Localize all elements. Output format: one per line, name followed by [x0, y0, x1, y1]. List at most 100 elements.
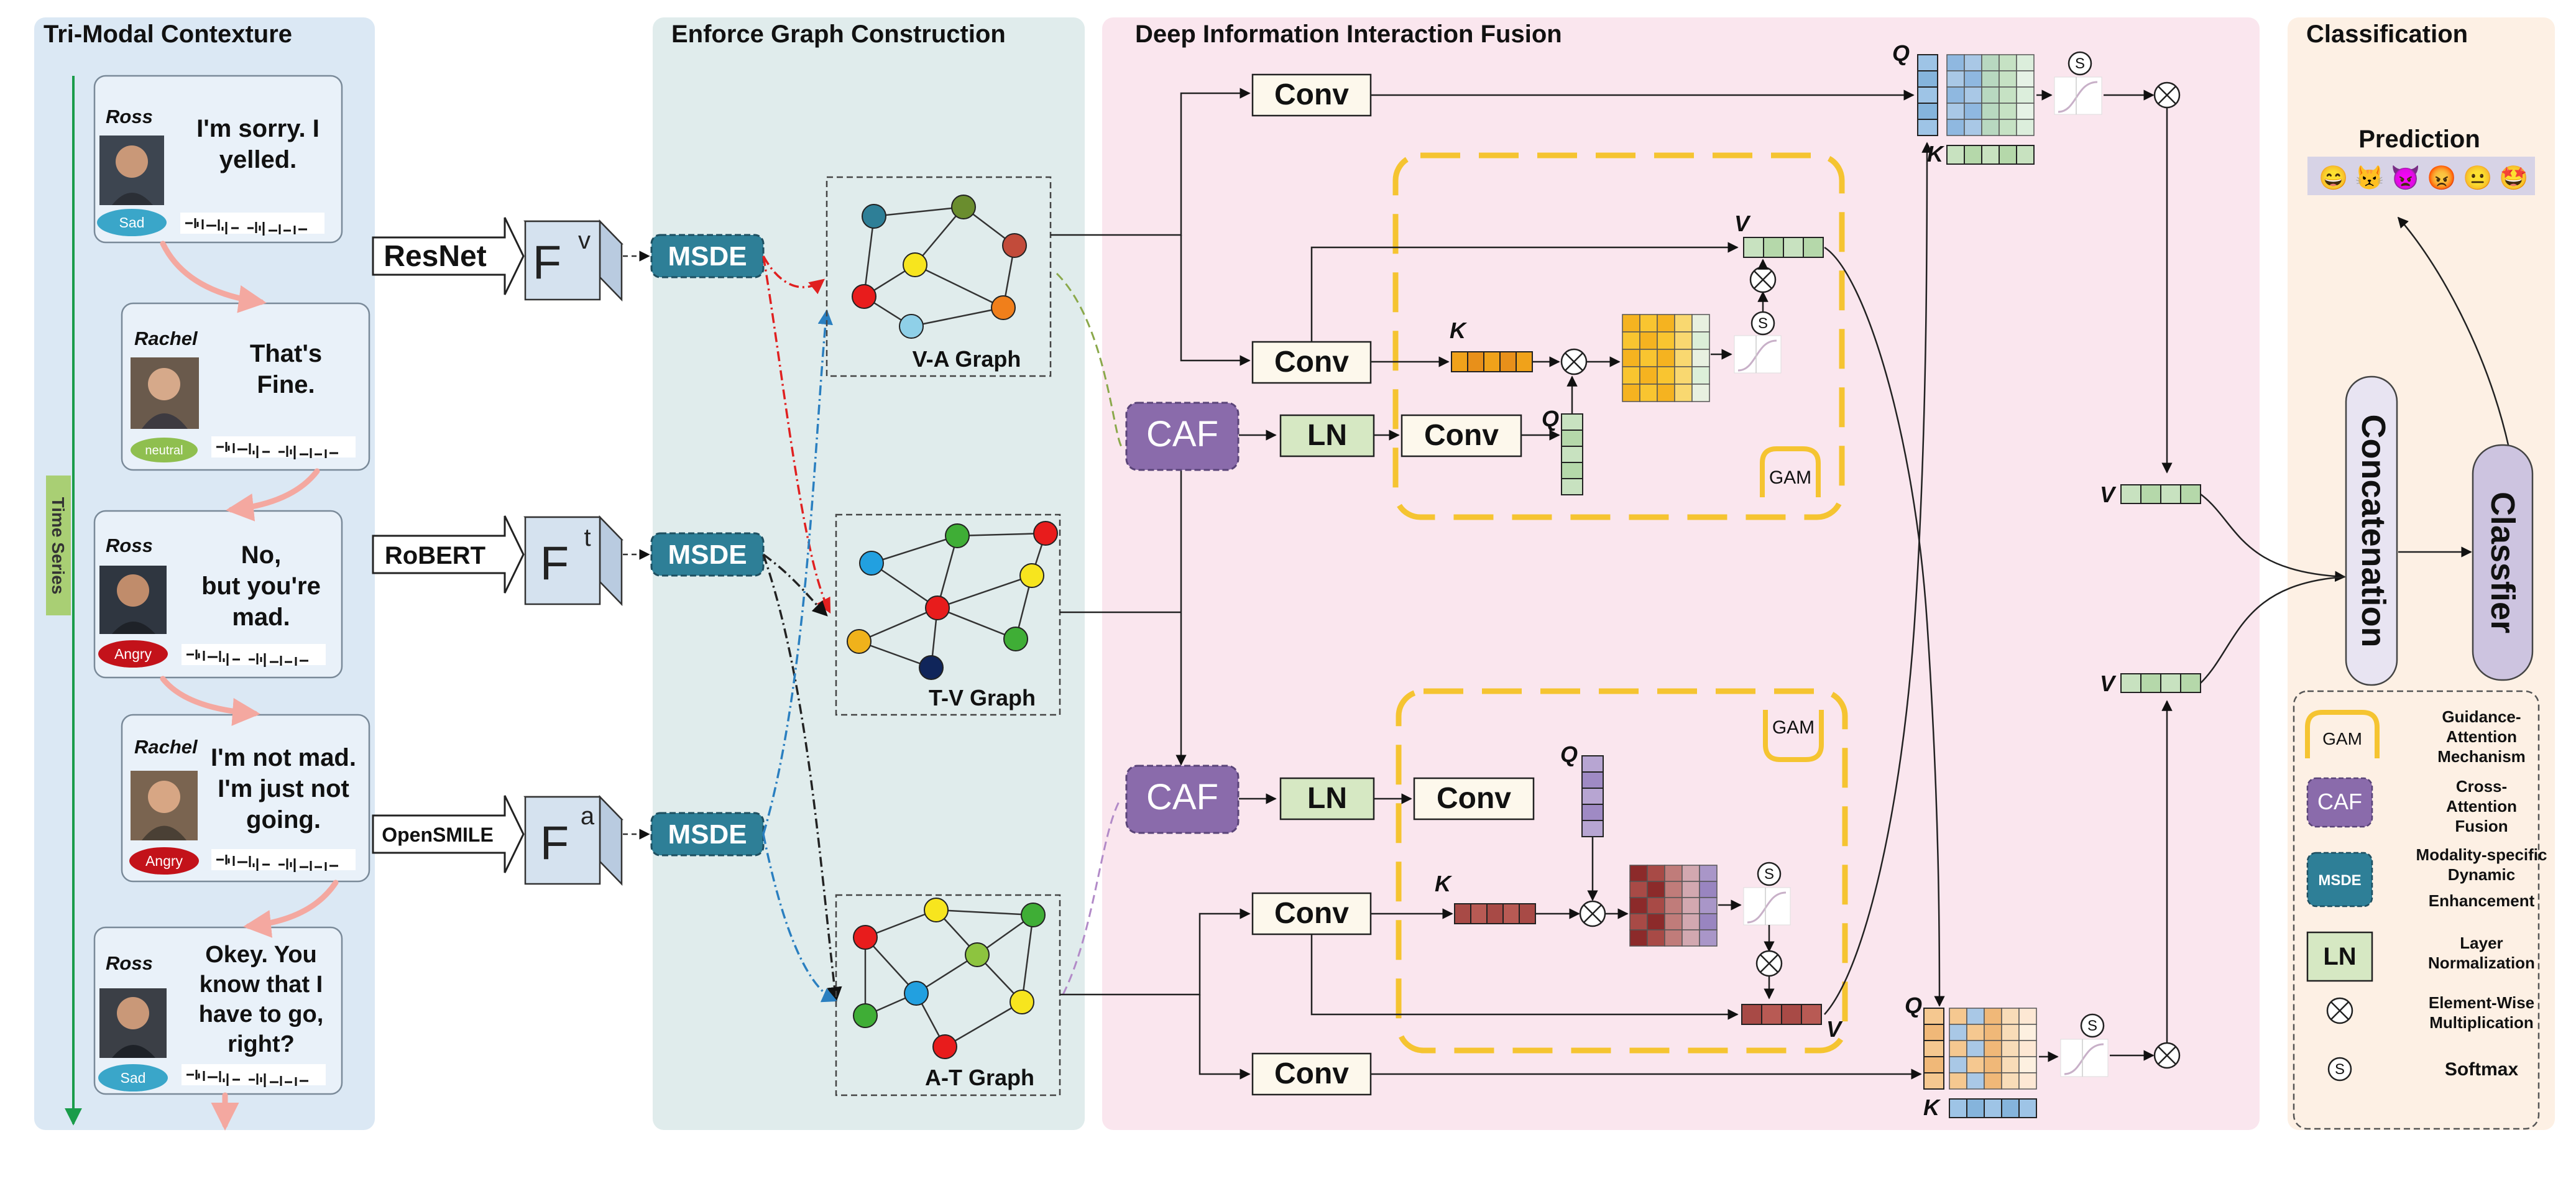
feature-letter: F	[540, 817, 569, 870]
gam-label: GAM	[1769, 467, 1811, 488]
v-vector-upper	[1743, 237, 1824, 258]
legend-text: Cross-	[2456, 777, 2507, 796]
conv-mid-lower: Conv	[1251, 892, 1372, 935]
emotion-badge	[129, 847, 199, 875]
feature-cube-audio: F a	[523, 794, 623, 886]
legend-text: Guidance-	[2442, 707, 2521, 726]
time-series-label: Time Series	[48, 497, 68, 595]
softmax-curve-icon	[1734, 335, 1782, 374]
feature-superscript: v	[578, 227, 591, 254]
q-symbol: Q	[1905, 993, 1922, 1018]
conv-bottom: Conv	[1251, 1052, 1372, 1096]
utterance-line: Fine.	[257, 371, 315, 398]
caf-label: CAF	[1146, 414, 1218, 454]
encoder-label: RoBERT	[385, 542, 485, 569]
softmax-symbol: S	[2087, 1018, 2097, 1034]
msde-to-graph-links	[762, 255, 842, 1003]
legend-box	[2293, 690, 2540, 1130]
legend-text: Enhancement	[2429, 891, 2535, 910]
conv-label: Conv	[1274, 346, 1349, 379]
caf-label: CAF	[1146, 777, 1218, 817]
softmax-icon	[2080, 1013, 2105, 1038]
feature-letter: F	[533, 236, 561, 289]
concatenation-label: Concatenation	[2355, 414, 2392, 647]
graph-label: T-V Graph	[929, 685, 1036, 710]
emoji-star-eyes: 🤩	[2499, 165, 2528, 191]
gam-label: GAM	[1772, 717, 1815, 738]
legend-multiply: Element-Wise Multiplication	[2326, 993, 2534, 1032]
conv-after-ln-upper: Conv	[1401, 414, 1522, 457]
legend-key: S	[2335, 1061, 2345, 1078]
title-fusion: Deep Information Interaction Fusion	[1135, 21, 1562, 48]
utterance-line: know that I	[200, 972, 323, 998]
panel-fusion	[1102, 17, 2260, 1130]
attention-matrix-bottom	[1949, 1008, 2037, 1090]
gam-frame-lower	[1396, 688, 1848, 1054]
k-vector-upper	[1451, 351, 1533, 372]
msde-label: MSDE	[668, 241, 747, 272]
conv-label: Conv	[1424, 419, 1499, 452]
softmax-curve-icon	[2060, 1039, 2109, 1077]
legend-ln: LN Layer Normalization	[2306, 931, 2535, 982]
legend-key: LN	[2323, 943, 2356, 970]
conv-top: Conv	[1251, 73, 1372, 117]
emotion-label: Sad	[119, 214, 145, 231]
title-graph: Enforce Graph Construction	[671, 21, 1006, 48]
dialogue-flow-arrows	[160, 241, 339, 1131]
encoder-resnet: ResNet	[372, 217, 525, 295]
prediction-emoji-bar	[2307, 157, 2535, 195]
v-symbol: V	[1826, 1016, 1843, 1042]
feature-cube-visual: F v	[523, 219, 623, 302]
gam-frame-upper	[1392, 152, 1845, 520]
utterance-line: Okey. You	[205, 942, 317, 968]
k-symbol: K	[1450, 318, 1468, 343]
legend-text: Multiplication	[2429, 1013, 2534, 1032]
graph-va: V-A Graph	[826, 176, 1052, 377]
utterance-line: No,	[241, 541, 281, 569]
attention-matrix-upper	[1622, 314, 1710, 402]
utterance-line: I'm just not	[218, 775, 349, 802]
softmax-curve-icon	[2054, 76, 2102, 115]
utterance-line: That's	[250, 340, 322, 367]
emoji-devil: 👿	[2391, 165, 2420, 191]
q-vector-upper	[1561, 413, 1583, 495]
legend-text: Dynamic	[2448, 865, 2515, 884]
gam-badge-upper: GAM	[1760, 446, 1821, 497]
attention-matrix-lower	[1629, 865, 1718, 947]
emotion-label: neutral	[145, 444, 183, 457]
emotion-label: Angry	[114, 646, 152, 662]
msde-visual: MSDE	[650, 234, 765, 278]
conv-label: Conv	[1274, 897, 1349, 930]
conv-label: Conv	[1437, 782, 1511, 815]
prediction-emojis: 😄 😾 👿 😡 😐 🤩	[2319, 165, 2528, 191]
q-vector-top	[1917, 54, 1938, 136]
softmax-curve-icon	[1743, 887, 1791, 926]
legend-key: MSDE	[2318, 872, 2361, 889]
legend-text: Fusion	[2455, 817, 2508, 835]
lower-gam-internals: Q K S	[1310, 742, 1843, 1042]
ln-upper: LN	[1279, 414, 1375, 457]
legend-text: Normalization	[2428, 954, 2535, 972]
legend-gam: GAM Guidance- Attention Mechanism	[2305, 707, 2526, 766]
k-vector-bottom	[1949, 1098, 2037, 1118]
graph-label: V-A Graph	[913, 346, 1021, 372]
legend-text: Softmax	[2445, 1059, 2519, 1080]
msde-text: MSDE	[650, 532, 765, 577]
k-symbol: K	[1927, 141, 1945, 167]
utterance-line: going.	[246, 806, 321, 834]
legend-text: Element-Wise	[2429, 993, 2534, 1012]
graph-tv: T-V Graph	[835, 513, 1061, 716]
dialogue-card-4: Rachel I'm not mad. I'm just not going. …	[121, 714, 370, 883]
legend-text: Attention	[2446, 797, 2517, 816]
ln-lower: LN	[1279, 777, 1375, 820]
emotion-badge	[97, 209, 167, 236]
title-tri-modal: Tri-Modal Contexture	[44, 21, 292, 48]
msde-label: MSDE	[668, 819, 747, 850]
q-vector-bottom	[1923, 1008, 1944, 1090]
q-symbol: Q	[1560, 742, 1578, 767]
utterance-line: have to go,	[199, 1001, 324, 1027]
emoji-happy: 😄	[2319, 165, 2348, 191]
q-symbol: Q	[1542, 406, 1559, 431]
upper-gam-internals: K Q	[1310, 211, 1824, 495]
